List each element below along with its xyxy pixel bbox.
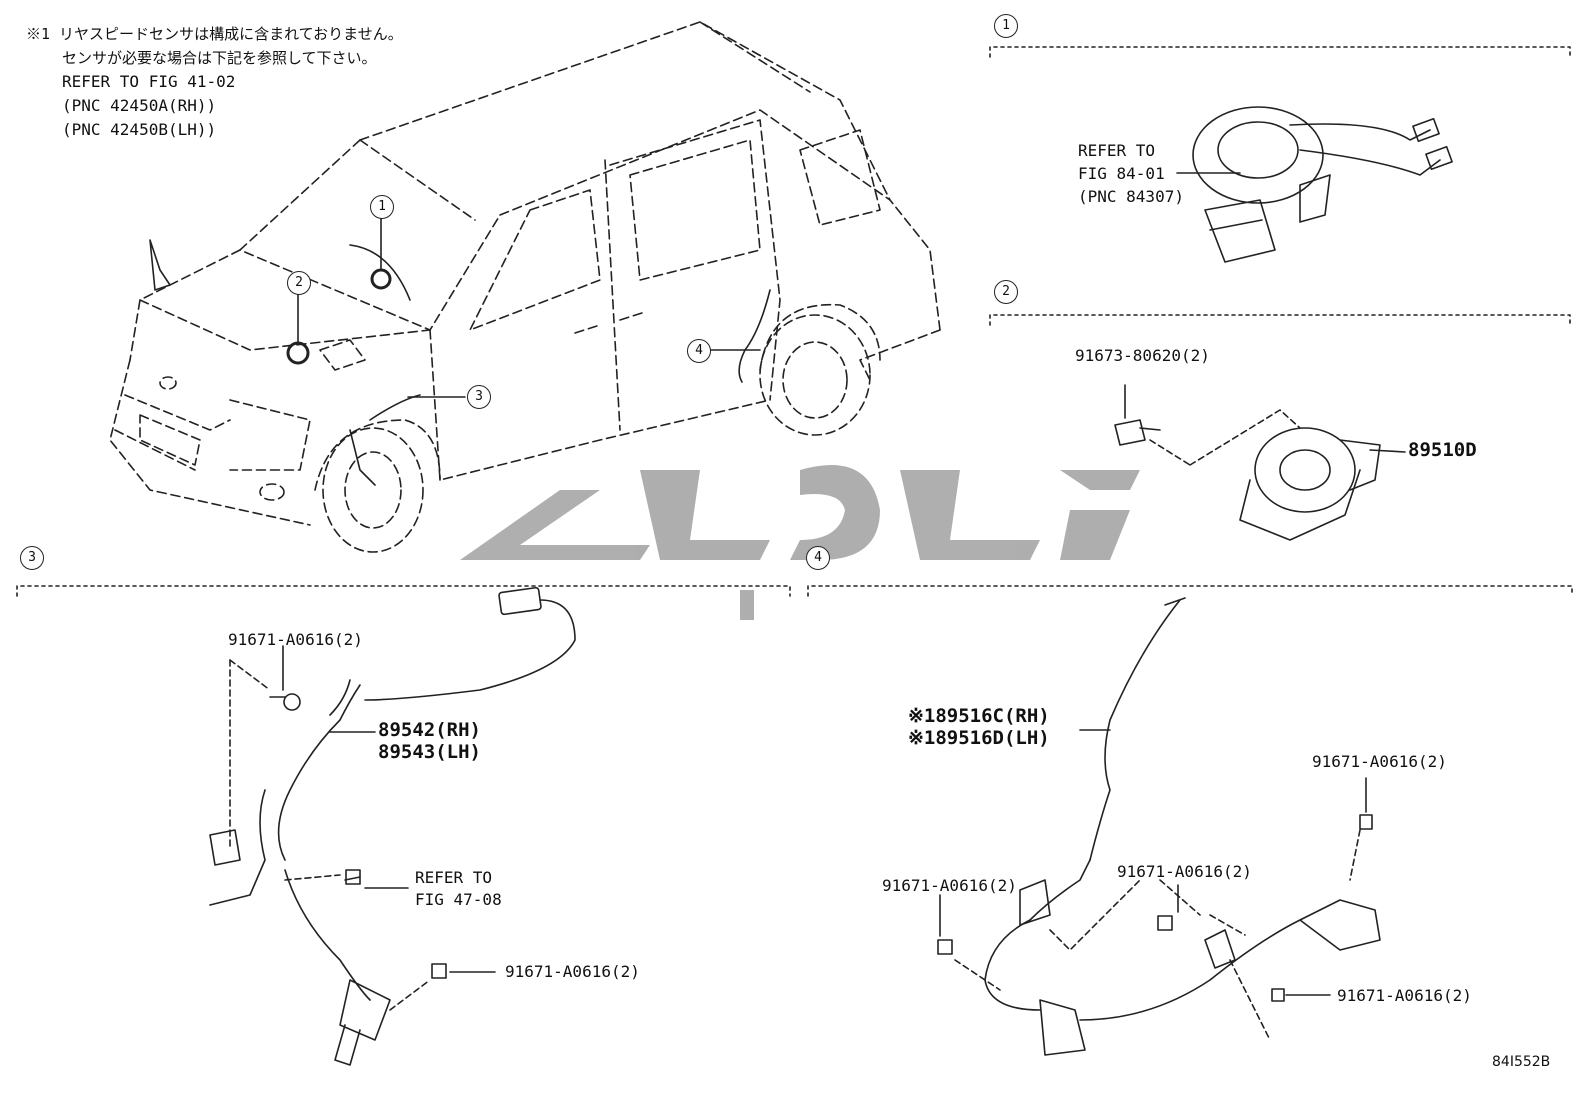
rear-speed-sensor-illustration — [937, 597, 1381, 1056]
sensor-89510D-illustration — [1114, 384, 1406, 541]
s3-part-rh[interactable]: 89542(RH) — [378, 719, 481, 741]
s3-bolt-bottom-label[interactable]: 91671-A0616(2) — [505, 962, 640, 981]
note-line-1: ※1 リヤスピードセンサは構成に含まれておりません。 — [26, 25, 403, 43]
s3-part-lh[interactable]: 89543(LH) — [378, 741, 481, 763]
vehicle-location-markers — [286, 216, 761, 398]
note-line-3: REFER TO FIG 41-02 — [62, 72, 236, 91]
note-line-2: センサが必要な場合は下記を参照して下さい。 — [62, 49, 377, 67]
section-brackets — [16, 46, 1573, 597]
figure-id: 84I552B — [1492, 1054, 1551, 1070]
s4-part-rh[interactable]: ※189516C(RH) — [908, 705, 1050, 727]
note-line-4: (PNC 42450A(RH)) — [62, 96, 217, 115]
section-2-number[interactable]: 2 — [994, 280, 1018, 304]
note-line-5: (PNC 42450B(LH)) — [62, 120, 217, 139]
spiral-cable-illustration — [1176, 106, 1453, 263]
s1-refer-line-2[interactable]: FIG 84-01 — [1078, 164, 1165, 183]
vehicle-details — [149, 239, 771, 486]
s4-bolt-mid-label[interactable]: 91671-A0616(2) — [1117, 862, 1252, 881]
s1-refer-line-3: (PNC 84307) — [1078, 187, 1184, 206]
s3-refer-line-2[interactable]: FIG 47-08 — [415, 890, 502, 909]
s1-refer-line-1: REFER TO — [1078, 141, 1156, 160]
s4-bolt-left-label[interactable]: 91671-A0616(2) — [882, 876, 1017, 895]
section-3-number[interactable]: 3 — [20, 546, 44, 570]
vehicle-callout-4[interactable]: 4 — [687, 339, 711, 363]
s3-refer-line-1: REFER TO — [415, 868, 493, 887]
front-speed-sensor-illustration — [209, 586, 576, 1066]
s2-bolt-label[interactable]: 91673-80620(2) — [1075, 346, 1210, 365]
s2-part-89510D[interactable]: 89510D — [1408, 439, 1477, 461]
s4-part-lh[interactable]: ※189516D(LH) — [908, 727, 1050, 749]
section-1-number[interactable]: 1 — [994, 14, 1018, 38]
section-4-number[interactable]: 4 — [806, 546, 830, 570]
vehicle-callout-1[interactable]: 1 — [370, 195, 394, 219]
s3-bolt-top-label[interactable]: 91671-A0616(2) — [228, 630, 363, 649]
vehicle-callout-3[interactable]: 3 — [467, 385, 491, 409]
s4-bolt-right-bottom-label[interactable]: 91671-A0616(2) — [1337, 986, 1472, 1005]
watermark-logo — [460, 465, 1140, 620]
vehicle-callout-2[interactable]: 2 — [287, 271, 311, 295]
vehicle-illustration — [109, 21, 941, 553]
s4-bolt-right-top-label[interactable]: 91671-A0616(2) — [1312, 752, 1447, 771]
